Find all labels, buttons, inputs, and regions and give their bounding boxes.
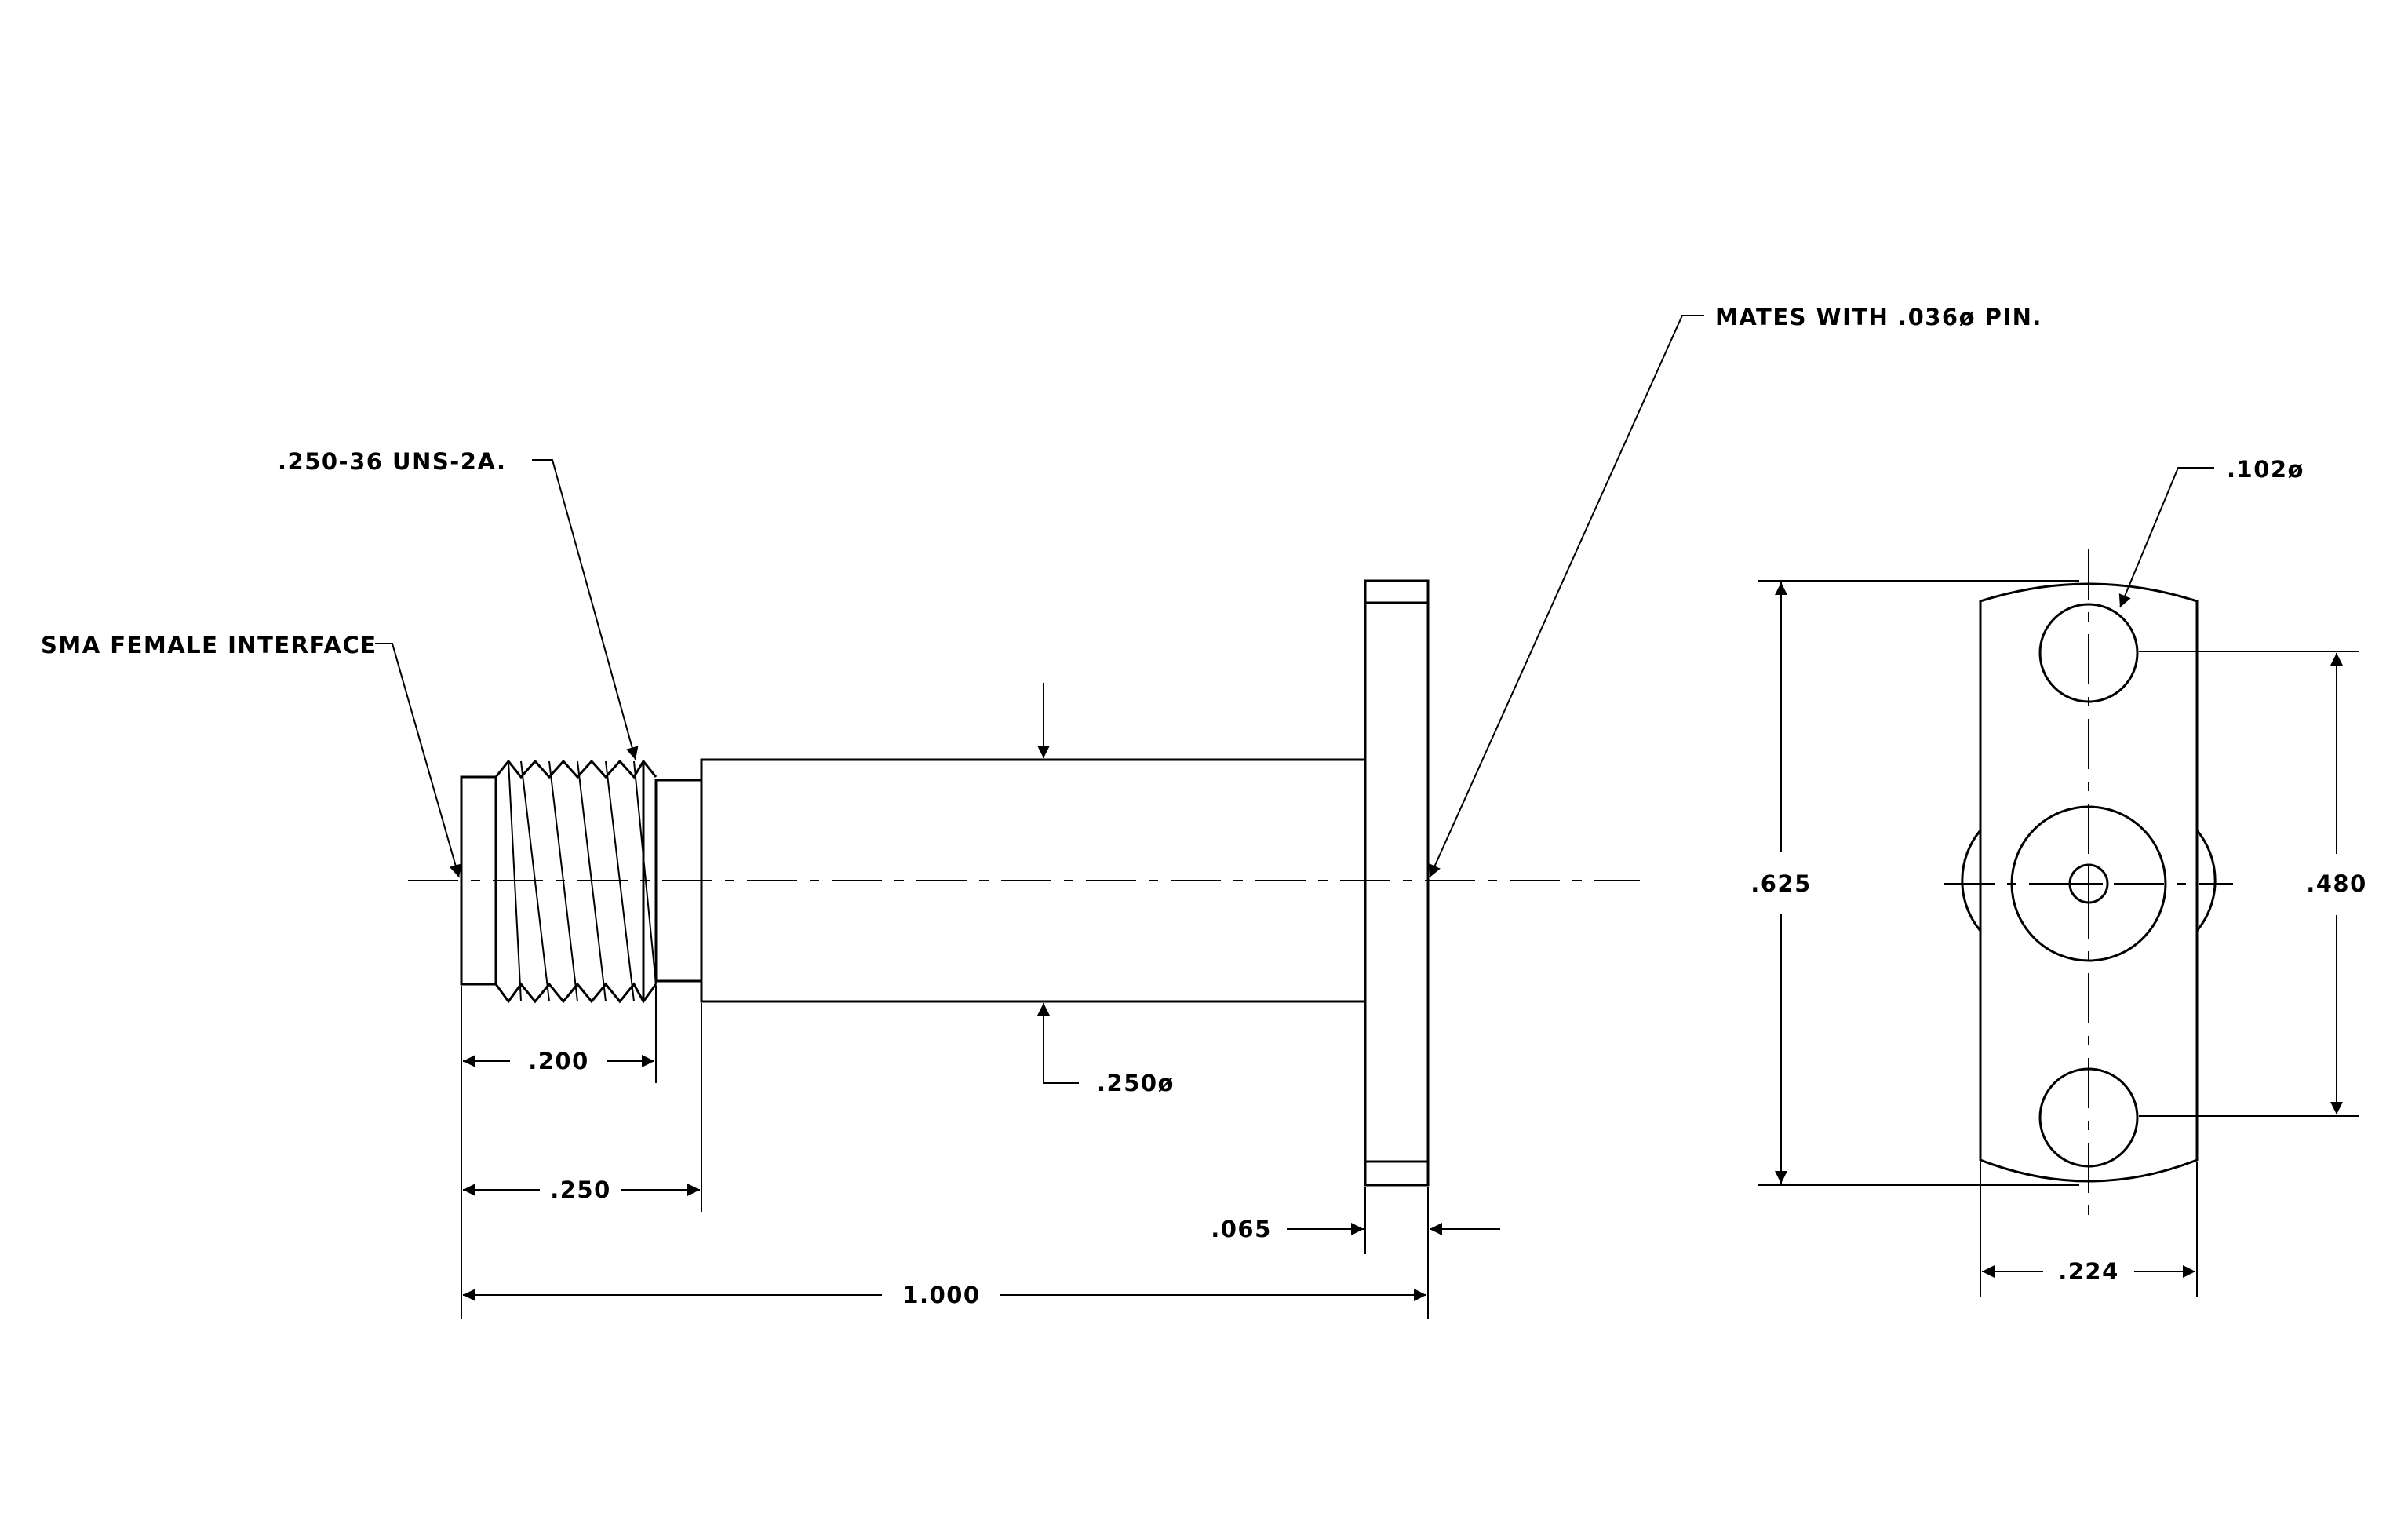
hole-diameter-label: .102ø xyxy=(2227,456,2304,483)
thread-length-label: .200 xyxy=(528,1048,589,1074)
mates-pin-label: MATES WITH .036ø PIN. xyxy=(1715,304,2042,330)
overall-length-label: 1.000 xyxy=(902,1282,980,1308)
center-body-circle xyxy=(2010,805,2167,962)
flange-height-label: .625 xyxy=(1750,870,1812,897)
hole-spacing-label: .480 xyxy=(2306,870,2367,897)
body-offset-label: .250 xyxy=(550,1176,611,1203)
body-diameter-bottom-arrow xyxy=(1037,1003,1079,1084)
flange-width-label: .224 xyxy=(2058,1258,2119,1285)
mates-pin-leader xyxy=(1429,315,1704,878)
sma-interface-leader xyxy=(375,643,462,878)
thread-spec-label: .250-36 UNS-2A. xyxy=(278,448,506,475)
thread-spec-leader xyxy=(532,459,639,760)
left-bulge xyxy=(1961,830,1982,932)
body-diameter-label: .250ø xyxy=(1097,1070,1175,1096)
right-bulge xyxy=(2195,830,2217,932)
flange-side xyxy=(1364,579,1430,1187)
front-view: .102ø .625 .480 .224 xyxy=(1750,456,2367,1297)
threaded-section xyxy=(494,759,658,1004)
hole-diameter-leader xyxy=(2118,467,2214,608)
flange-thickness-label: .065 xyxy=(1211,1216,1272,1242)
flange-outline xyxy=(1979,582,2199,1183)
center-pin-circle xyxy=(2068,863,2109,904)
sma-interface-label: SMA FEMALE INTERFACE xyxy=(41,632,377,658)
top-mounting-hole xyxy=(2038,603,2139,703)
bottom-mounting-hole xyxy=(2038,1067,2139,1168)
side-view: .250ø SMA FEMALE INTERFACE .250-36 UNS-2… xyxy=(41,304,2042,1319)
